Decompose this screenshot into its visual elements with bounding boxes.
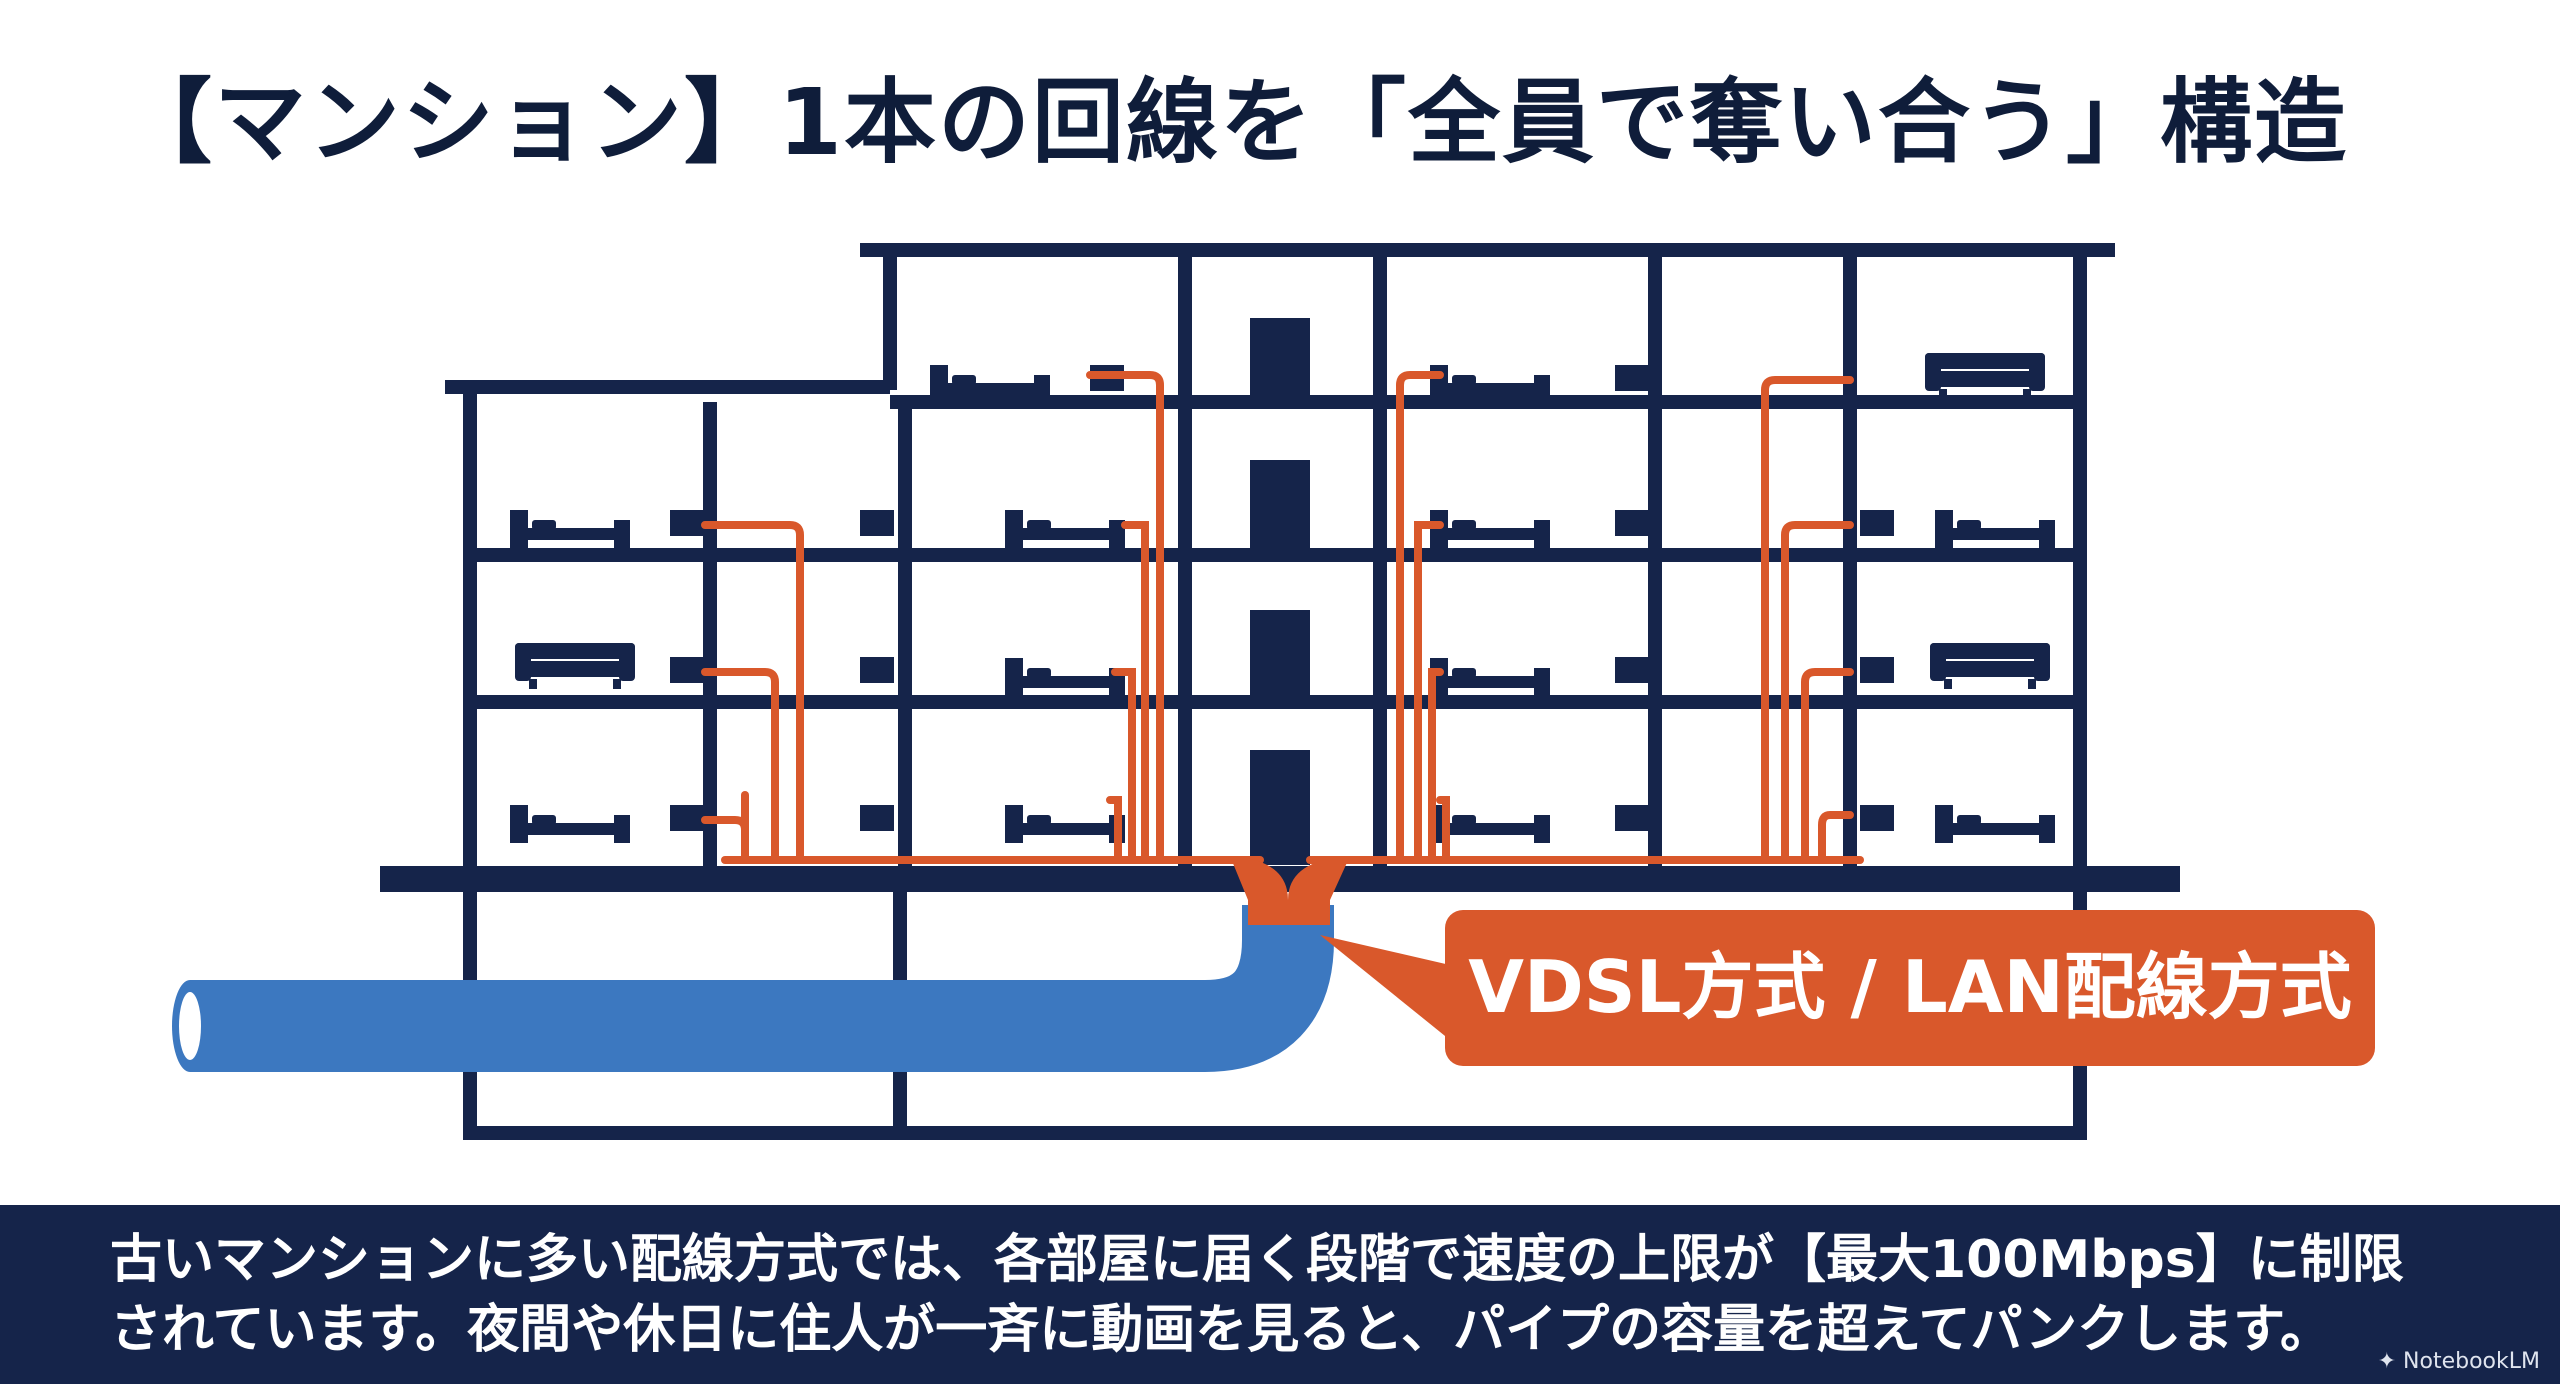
callout-label: VDSL方式 / LAN配線方式: [1468, 945, 2352, 1029]
page-title: 【マンション】1本の回線を「全員で奪い合う」構造: [120, 69, 2349, 176]
main-line-pipe: [172, 905, 1334, 1072]
caption-line-2: されています。夜間や休日に住人が一斉に動画を見ると、パイプの容量を超えてパンクし…: [110, 1300, 2332, 1360]
caption-line-1: 古いマンションに多い配線方式では、各部屋に届く段階で速度の上限が【最大100Mb…: [110, 1230, 2404, 1290]
orange-wiring: [701, 371, 1864, 864]
caption-text: 古いマンションに多い配線方式では、各部屋に届く段階で速度の上限が【最大100Mb…: [110, 1225, 2440, 1365]
notebooklm-watermark: ✦ NotebookLM: [2378, 1349, 2540, 1374]
watermark-icon: ✦: [2377, 1349, 2404, 1374]
caption-bar: 古いマンションに多い配線方式では、各部屋に届く段階で速度の上限が【最大100Mb…: [0, 1205, 2560, 1384]
callout-vdsl: VDSL方式 / LAN配線方式: [1320, 910, 2375, 1066]
building: [445, 243, 2115, 880]
watermark-label: NotebookLM: [2403, 1349, 2540, 1374]
wiring-junction: [1230, 856, 1350, 925]
apartment-diagram: VDSL方式 / LAN配線方式: [172, 243, 2375, 1140]
elevator-shaft: [1250, 318, 1310, 865]
